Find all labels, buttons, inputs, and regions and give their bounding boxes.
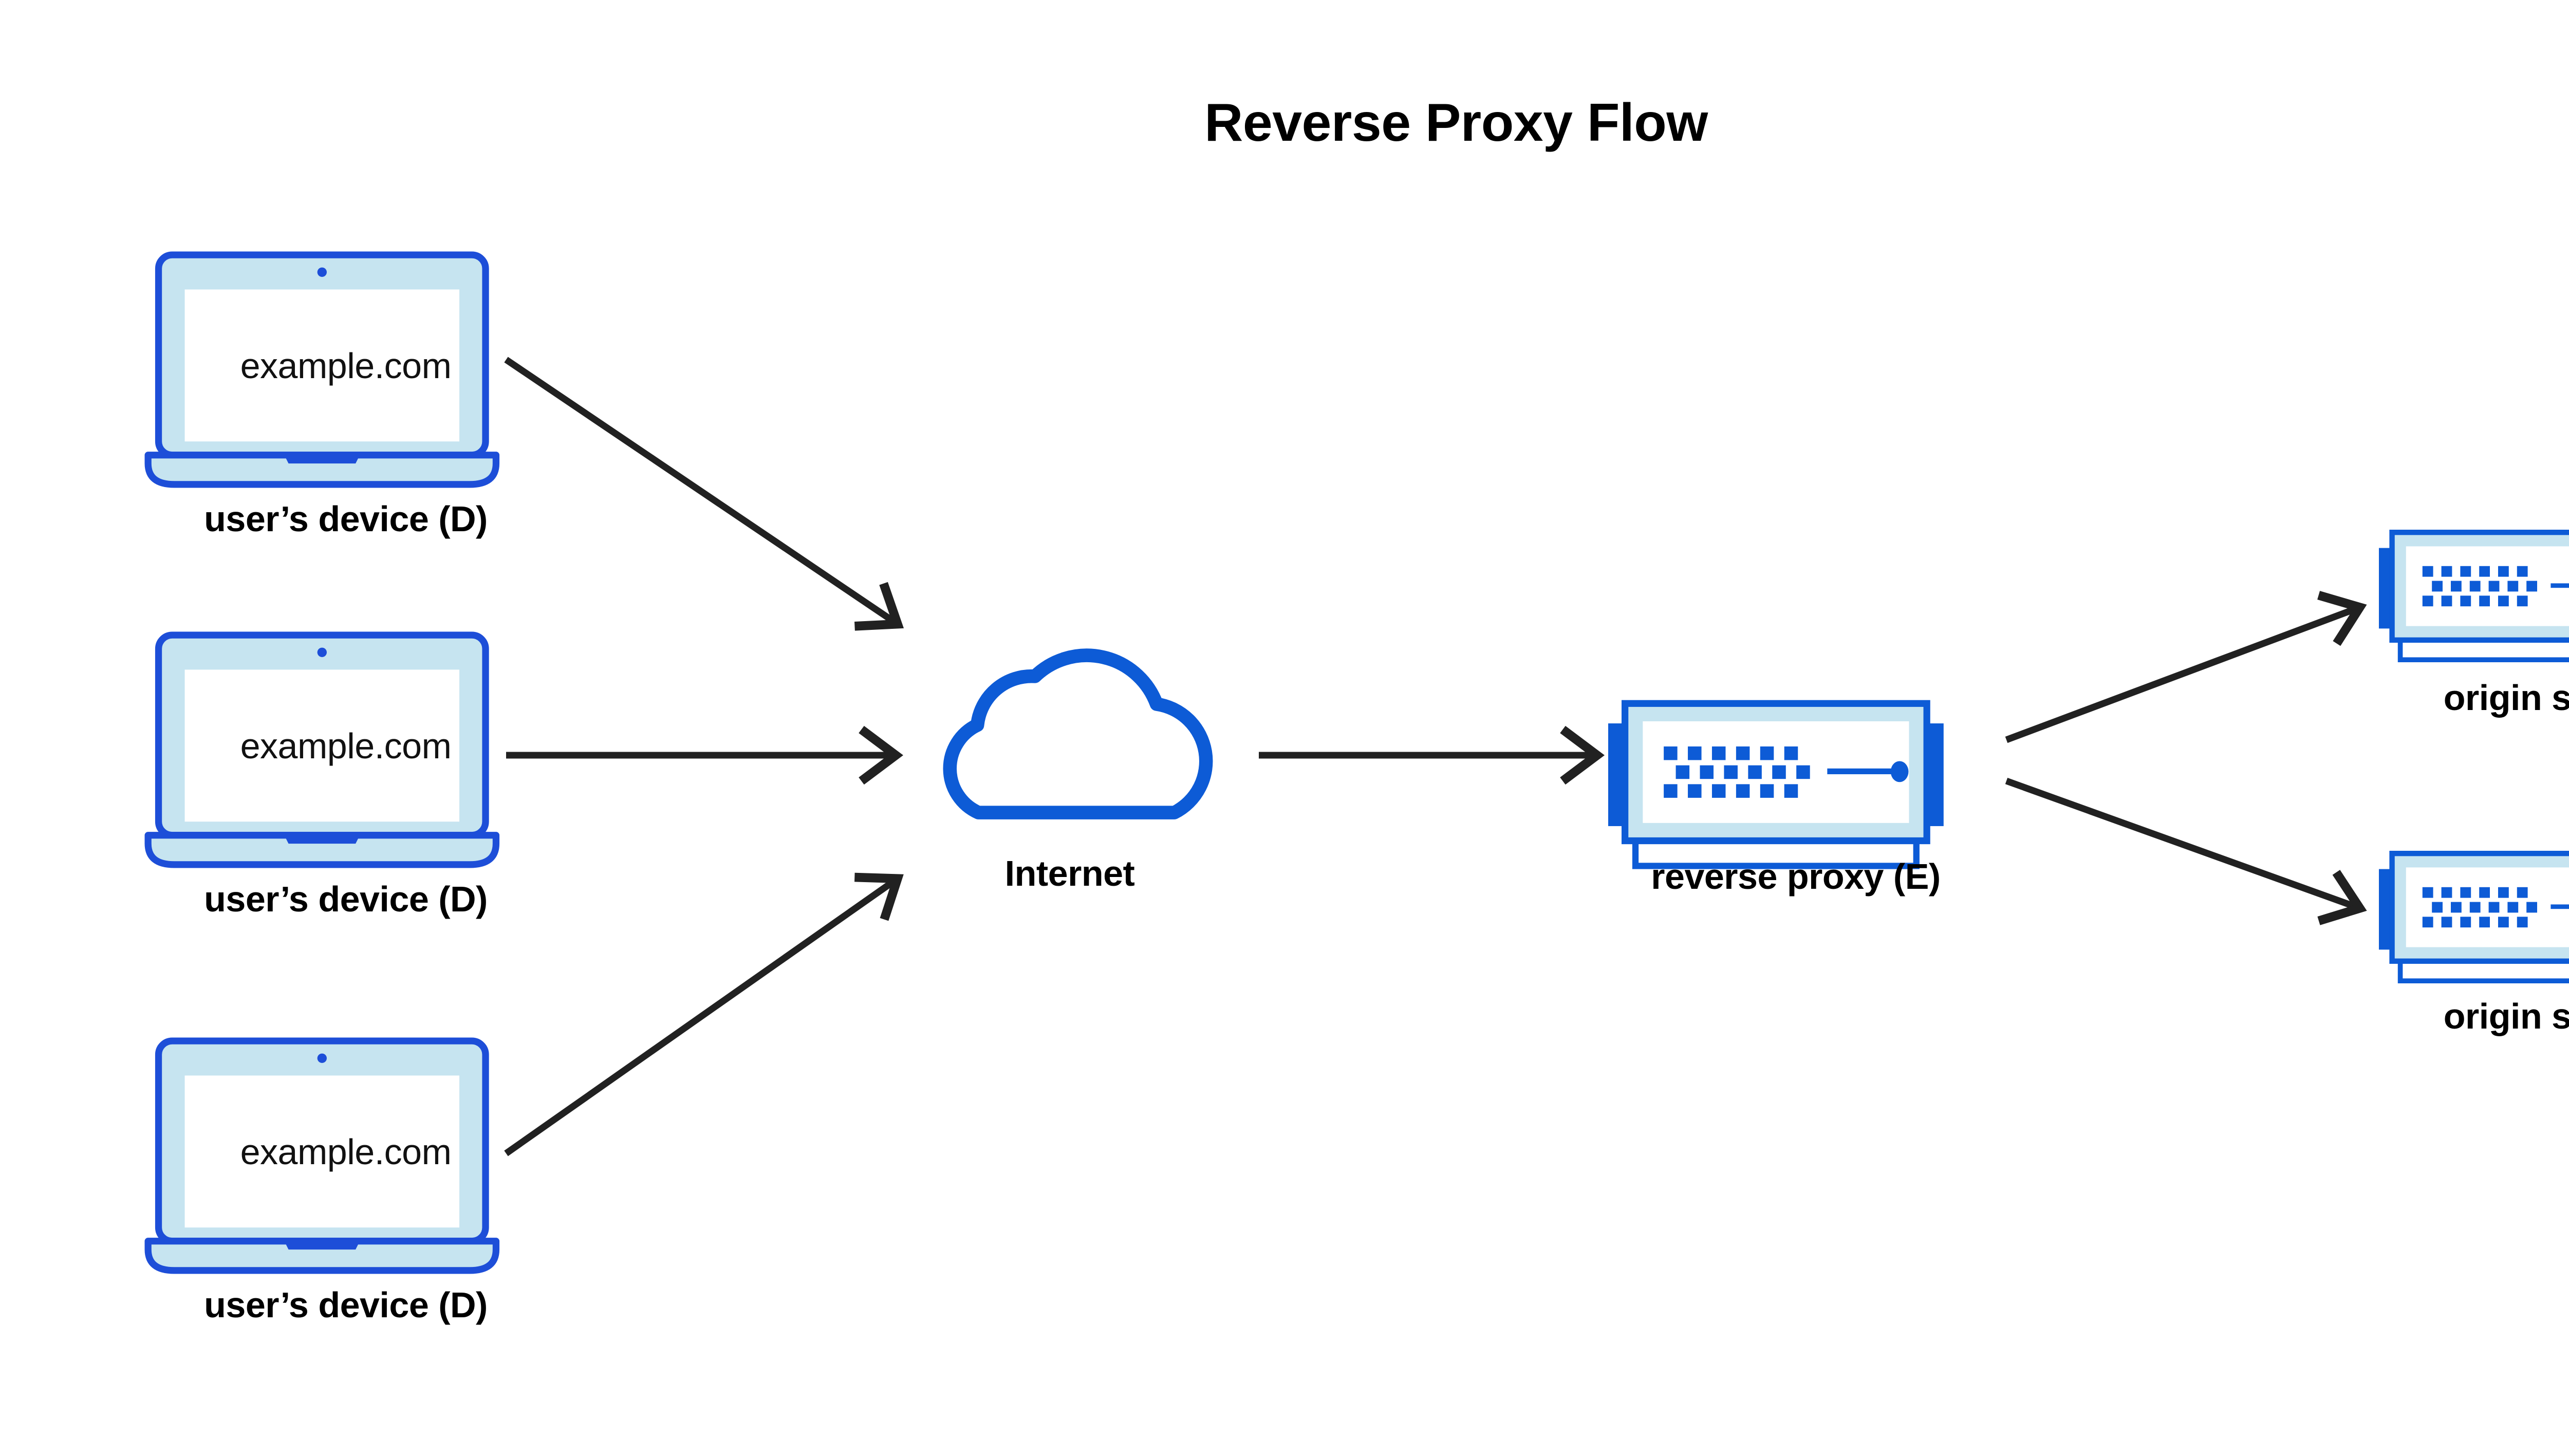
label-origin-1: origin server (F) (2443, 678, 2569, 718)
screen-text-client-3: example.com (240, 1132, 452, 1172)
server-icon-origin-1[interactable] (2379, 532, 2569, 660)
screen-text-client-1: example.com (240, 346, 452, 386)
arrow-proxy-to-origin2 (2005, 777, 2367, 925)
arrow-client1-to-internet (504, 357, 904, 631)
label-reverse-proxy: reverse proxy (E) (1651, 856, 1941, 897)
label-client-2: user’s device (D) (204, 879, 488, 919)
server-icon-origin-2[interactable] (2379, 853, 2569, 981)
label-origin-2: origin server (F) (2443, 996, 2569, 1036)
label-client-3: user’s device (D) (204, 1285, 488, 1325)
label-client-1: user’s device (D) (204, 499, 488, 539)
cloud-icon[interactable] (950, 656, 1206, 813)
server-icon-reverse-proxy[interactable] (1608, 703, 1944, 866)
arrow-proxy-to-origin1 (2005, 591, 2367, 743)
label-internet: Internet (1004, 853, 1135, 893)
arrow-client3-to-internet (504, 872, 904, 1156)
screen-text-client-2: example.com (240, 726, 452, 766)
page-title: Reverse Proxy Flow (1204, 93, 1708, 153)
